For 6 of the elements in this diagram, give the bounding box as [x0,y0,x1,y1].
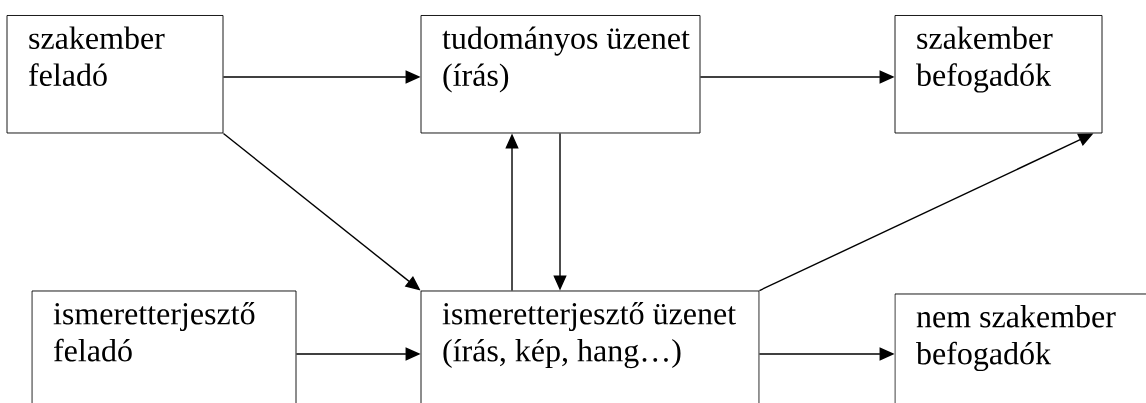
text-box: tudományos üzenet (írás) [420,15,701,134]
text-box: ismeretterjesztő feladó [31,290,297,403]
text-box: szakember befogadók [894,15,1103,134]
text-box: ismeretterjesztő üzenet (írás, kép, hang…) [420,290,760,403]
text-box: szakember feladó [6,15,224,134]
text-box: nem szakember befogadók [894,293,1146,403]
